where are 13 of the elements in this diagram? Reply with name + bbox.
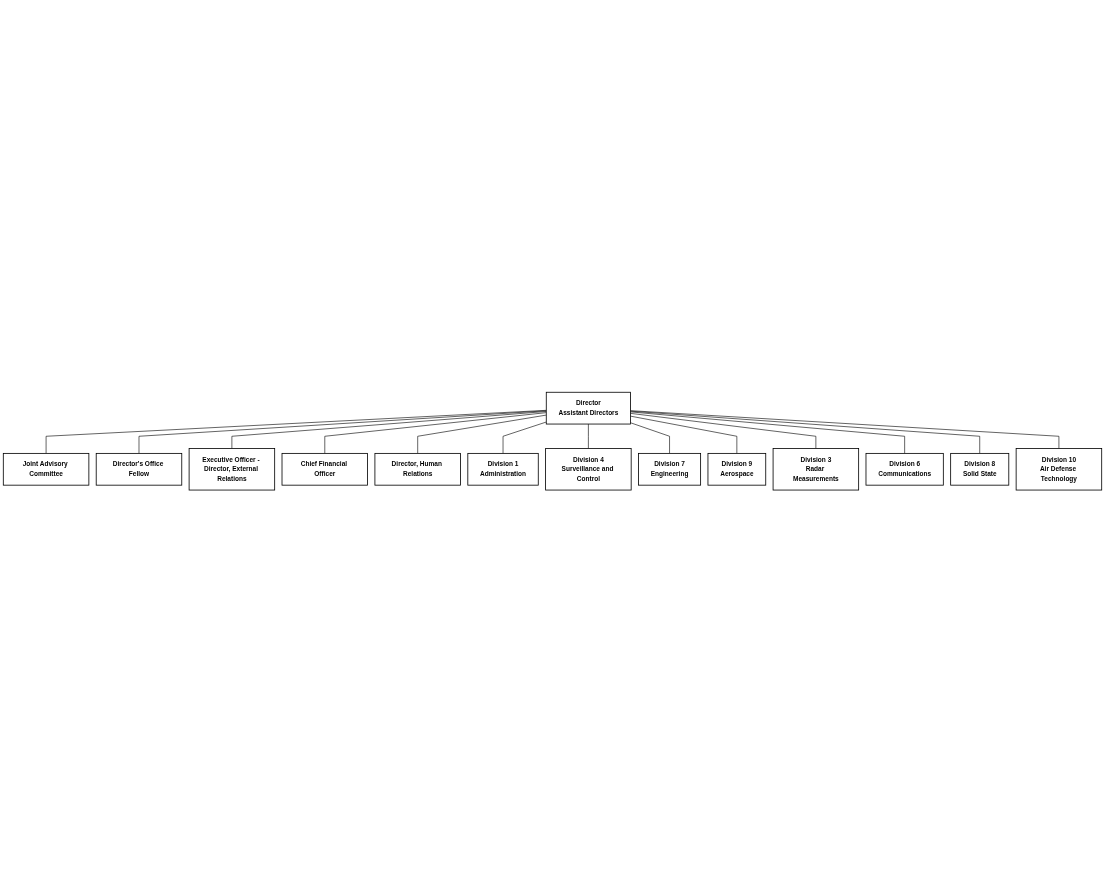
connector — [45, 409, 547, 454]
connector — [630, 412, 817, 449]
connector — [502, 421, 547, 454]
connector — [630, 411, 905, 454]
connector — [630, 410, 981, 454]
connector — [324, 412, 547, 454]
connector — [630, 410, 1060, 449]
connector — [417, 414, 547, 454]
connector — [231, 411, 547, 449]
connector — [138, 410, 547, 454]
connector — [630, 422, 670, 454]
connector — [588, 423, 589, 449]
connector — [630, 415, 738, 454]
